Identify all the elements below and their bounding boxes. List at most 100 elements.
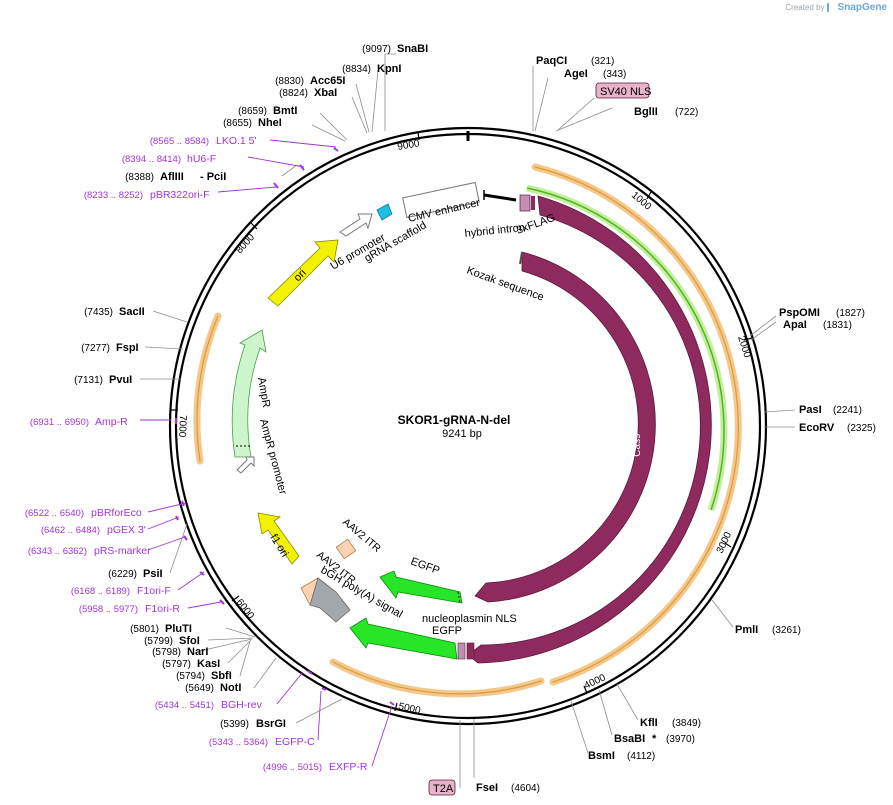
t2a-box[interactable] <box>457 642 466 660</box>
enzyme-psii[interactable]: PsiI <box>143 568 163 580</box>
enzyme-paqci[interactable]: PaqCI <box>536 55 567 67</box>
enzyme-nari[interactable]: NarI <box>187 646 208 658</box>
ampr-arrow[interactable] <box>231 329 267 458</box>
enzyme-pasi[interactable]: PasI <box>799 404 822 416</box>
enzyme-bsmi[interactable]: BsmI <box>588 750 615 762</box>
cmv-enhancer-box[interactable] <box>402 181 480 219</box>
enzyme-afliii-pos: (8388) <box>125 172 154 183</box>
ori-arrow[interactable] <box>267 239 339 307</box>
primer-f1orir[interactable]: F1ori-R <box>145 603 180 615</box>
enzyme-fspi[interactable]: FspI <box>116 342 139 354</box>
primer-pgex[interactable]: pGEX 3' <box>107 524 146 536</box>
enzyme-afliii[interactable]: AflIII <box>160 171 184 183</box>
grna-scaffold-shape[interactable] <box>376 203 393 221</box>
enzyme-pcii[interactable]: - PciI <box>200 171 226 183</box>
snapgene-brand[interactable]: SnapGene <box>837 2 887 13</box>
enzyme-pspomi[interactable]: PspOMI <box>779 307 820 319</box>
enzyme-kasi[interactable]: KasI <box>197 658 220 670</box>
enzyme-acc65i[interactable]: Acc65I <box>310 75 345 87</box>
kozak-mark <box>519 251 523 265</box>
enzyme-bsrgi[interactable]: BsrGI <box>256 718 286 730</box>
primer-f1orif[interactable]: F1ori-F <box>137 585 171 597</box>
enzyme-sfoi[interactable]: SfoI <box>179 635 200 647</box>
cas9-inner-arrow[interactable] <box>474 251 656 603</box>
tick-7000-label: 7000 <box>176 415 188 438</box>
enzyme-apai-pos: (1831) <box>823 320 852 331</box>
enzyme-kasi-pos: (5797) <box>162 659 191 670</box>
enzyme-ecorv[interactable]: EcoRV <box>799 422 835 434</box>
enzyme-bmti[interactable]: BmtI <box>273 105 297 117</box>
enzyme-agei[interactable]: AgeI <box>564 68 588 80</box>
enzyme-xbai[interactable]: XbaI <box>314 87 337 99</box>
ampr-promoter-arrow[interactable] <box>236 456 255 474</box>
egfp-lower-arrow[interactable] <box>349 617 458 660</box>
enzyme-pasi-pos: (2241) <box>833 405 862 416</box>
tick-6000-mark <box>231 595 240 602</box>
primer-ampr-pos: (6931 .. 6950) <box>30 417 89 428</box>
primer-bghrev[interactable]: BGH-rev <box>221 699 263 711</box>
primer-prsmarker[interactable]: pRS-marker <box>94 545 151 557</box>
enzyme-pvui[interactable]: PvuI <box>109 374 132 386</box>
primer-egfpc[interactable]: EGFP-C <box>275 736 315 748</box>
enzyme-agei-pos: (343) <box>603 69 626 80</box>
f1-ori-arrow[interactable] <box>257 512 300 565</box>
egfp-lower-label: EGFP <box>432 625 462 637</box>
flag-sub-box <box>531 196 535 210</box>
hybrid-intron-bar[interactable] <box>483 193 517 202</box>
enzyme-pmli[interactable]: PmlI <box>735 624 758 636</box>
u6-promoter-arrow[interactable] <box>339 213 373 237</box>
flag-label: 3xFLAG <box>515 212 557 237</box>
enzyme-sbfi[interactable]: SbfI <box>211 670 232 682</box>
enzyme-nari-pos: (5798) <box>152 647 181 658</box>
primer-pbrforeco[interactable]: pBRforEco <box>91 507 142 519</box>
egfp-upper-arrow[interactable] <box>379 570 463 604</box>
primer-hu6f[interactable]: hU6-F <box>187 153 216 165</box>
primer-pbr322ori[interactable]: pBR322ori-F <box>150 189 210 201</box>
orange-band-left <box>193 312 222 465</box>
enzyme-nhei[interactable]: NheI <box>258 117 282 129</box>
enzyme-noti[interactable]: NotI <box>220 682 241 694</box>
orange-bands <box>193 163 742 698</box>
enzyme-pluti[interactable]: PluTI <box>165 623 192 635</box>
t2a-tag[interactable]: T2A <box>428 779 456 796</box>
sv40-nls-tag[interactable]: SV40 NLS <box>595 82 651 99</box>
tick-8000-mark <box>250 222 258 230</box>
enzyme-apai[interactable]: ApaI <box>783 319 807 331</box>
enzyme-ecorv-pos: (2325) <box>847 423 876 434</box>
primer-egfpc-pos: (5343 .. 5364) <box>209 737 268 748</box>
cas9-outer-label: Cas9 <box>688 433 699 457</box>
aav2-itr-1-box[interactable] <box>335 538 357 560</box>
primer-pbrforeco-pos: (6522 .. 6540) <box>25 508 84 519</box>
enzyme-sacii[interactable]: SacII <box>119 306 145 318</box>
primer-f1orif-pos: (6168 .. 6189) <box>71 586 130 597</box>
enzyme-fsei[interactable]: FseI <box>476 782 498 794</box>
primer-exfpr[interactable]: EXFP-R <box>329 761 368 773</box>
enzyme-kfli[interactable]: KflI <box>640 717 658 729</box>
ampr-label: AmpR <box>255 376 272 408</box>
enzyme-bsabi[interactable]: BsaBI <box>614 733 645 745</box>
enzyme-snabi[interactable]: SnaBI <box>397 43 428 55</box>
flag-box[interactable] <box>519 194 531 212</box>
enzyme-bglii[interactable]: BglII <box>634 106 658 118</box>
tick-3000-mark <box>724 542 732 548</box>
created-by-text: Created by <box>785 3 825 12</box>
tick-4000-mark <box>583 685 588 694</box>
plasmid-length: 9241 bp <box>442 428 482 440</box>
bgh-polya-box[interactable] <box>309 577 351 623</box>
primer-ampr[interactable]: Amp-R <box>95 416 128 428</box>
primer-pgex-pos: (6462 .. 6484) <box>41 525 100 536</box>
tick-1000-mark <box>646 191 652 200</box>
nucleoplasmin-label: nucleoplasmin NLS <box>422 613 517 625</box>
plasmid-name: SKOR1-gRNA-N-del <box>398 413 511 427</box>
enzyme-labels: (9097) SnaBI (8834) KpnI (8830) Acc65I (… <box>74 43 876 794</box>
enzyme-kpni[interactable]: KpnI <box>377 63 401 75</box>
enzyme-kfli-pos: (3849) <box>672 718 701 729</box>
primer-lko1[interactable]: LKO.1 5' <box>216 135 257 147</box>
tick-2000-mark <box>743 337 753 341</box>
primer-marks <box>175 147 395 706</box>
nls-box[interactable] <box>466 642 475 660</box>
primer-pbr322ori-pos: (8233 .. 8252) <box>84 190 143 201</box>
tick-6000-label: 6000 <box>234 597 257 622</box>
enzyme-fsei-pos: (4604) <box>511 783 540 794</box>
